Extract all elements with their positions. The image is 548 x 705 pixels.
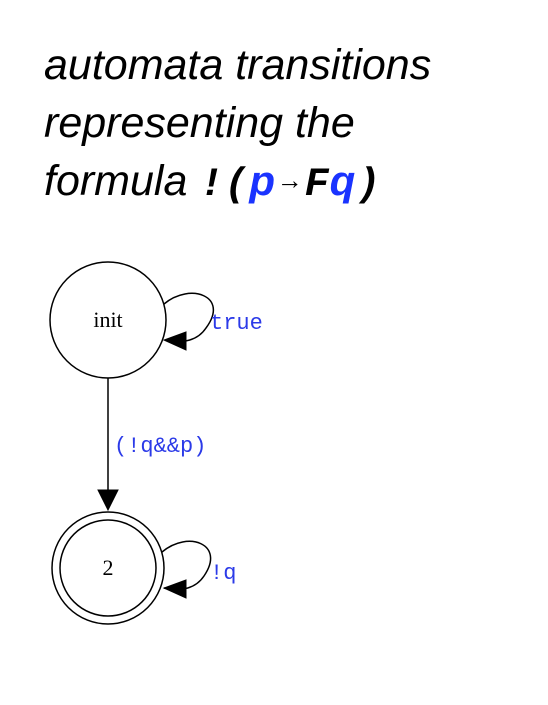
state-accept-label: 2: [103, 555, 114, 580]
edge-init-self-loop-arrowhead: [162, 331, 187, 351]
title-line-3-prefix: formula: [44, 157, 200, 205]
edge-init-to-accept-arrowhead: [97, 489, 119, 512]
title-line-2: representing the: [44, 99, 355, 147]
formula-variable-p: p: [249, 157, 277, 204]
formula-open-paren: (: [224, 163, 250, 208]
edge-accept-self-loop-arrowhead: [162, 579, 187, 599]
formula-finally-operator: F: [304, 163, 330, 208]
state-accept-outer: [51, 511, 165, 625]
edge-init-self-loop: [163, 292, 214, 343]
formula-negation: !: [199, 163, 225, 208]
formula-implication-arrow: →: [282, 167, 299, 197]
formula-variable-q: q: [329, 157, 357, 204]
ltl-formula: !(p→Fq): [199, 157, 382, 208]
title-line-1: automata transitions: [44, 41, 432, 89]
state-init-label: init: [93, 307, 122, 332]
slide-title: automata transitions representing the fo…: [44, 36, 534, 215]
edge-init-to-accept-label: (!q&&p): [114, 434, 206, 459]
formula-close-paren: ): [356, 163, 382, 208]
edge-accept-self-loop-label: !q: [210, 561, 236, 586]
state-accept-inner: [59, 519, 157, 617]
title-line-3: formula !(p→Fq): [44, 152, 534, 215]
edge-init-self-loop-label: true: [210, 311, 263, 336]
